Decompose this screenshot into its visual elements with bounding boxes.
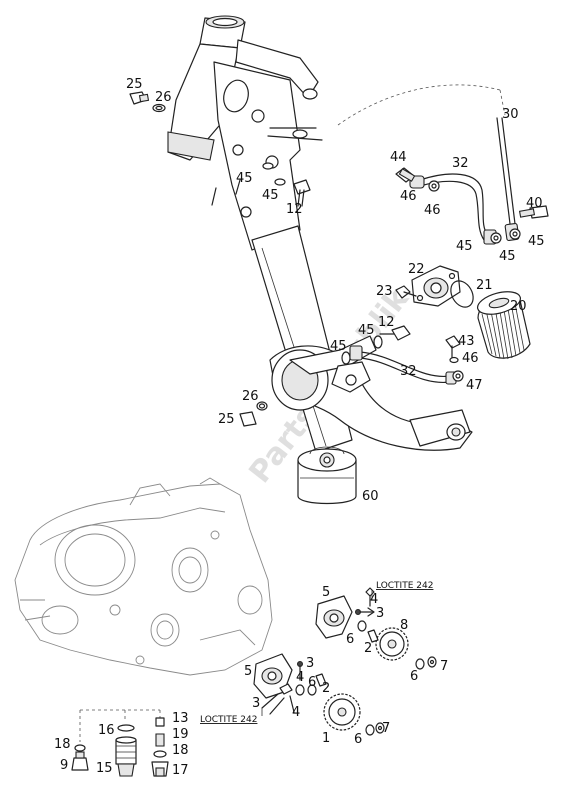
callout-17: 17 <box>172 763 189 778</box>
o-ring-21 <box>450 280 474 308</box>
callout-18: 18 <box>54 737 71 752</box>
callout-25: 25 <box>218 412 235 427</box>
loctite-note-lower: LOCTITE 242 <box>200 708 263 725</box>
screws-lower <box>261 673 327 715</box>
crankcase <box>14 477 273 676</box>
callout-8: 8 <box>400 618 408 633</box>
callout-16: 16 <box>98 723 115 738</box>
callout-25: 25 <box>126 77 143 92</box>
callout-22: 22 <box>408 262 425 277</box>
oil-line-32-upper <box>409 173 502 245</box>
banjo-bolt-44 <box>395 167 416 183</box>
callout-2: 2 <box>322 681 330 696</box>
callouts: 25 26 30 44 32 46 46 45 45 12 40 45 45 4… <box>54 77 545 778</box>
callout-15: 15 <box>96 761 113 776</box>
loctite-note-upper: LOCTITE 242 <box>371 581 433 600</box>
washer-46-lower <box>449 356 459 364</box>
filter-cover-22 <box>411 265 461 307</box>
callout-6: 6 <box>410 669 418 684</box>
spin-filter-60 <box>297 446 357 505</box>
callout-6: 6 <box>354 732 362 747</box>
callout-32: 32 <box>452 156 469 171</box>
callout-26: 26 <box>242 389 259 404</box>
callout-5: 5 <box>244 664 252 679</box>
callout-32: 32 <box>400 364 417 379</box>
frame <box>167 15 473 453</box>
oil-line-30 <box>496 117 520 242</box>
callout-2: 2 <box>364 641 372 656</box>
callout-4: 4 <box>370 592 378 607</box>
callout-46: 46 <box>424 203 441 218</box>
callout-19: 19 <box>172 727 189 742</box>
oil-filter-20 <box>476 291 531 360</box>
callout-7: 7 <box>440 659 448 674</box>
washers-45-upper <box>262 162 286 186</box>
callout-3: 3 <box>376 606 384 621</box>
callout-45: 45 <box>528 234 545 249</box>
callout-1: 1 <box>322 731 330 746</box>
callout-4: 4 <box>292 705 300 720</box>
callout-4: 4 <box>296 670 304 685</box>
callout-6: 6 <box>308 675 316 690</box>
callout-12: 12 <box>378 315 395 330</box>
callout-9: 9 <box>60 758 68 773</box>
callout-45: 45 <box>330 339 347 354</box>
callout-3: 3 <box>252 696 260 711</box>
callout-60: 60 <box>362 489 379 504</box>
callout-5: 5 <box>322 585 330 600</box>
callout-21: 21 <box>476 278 493 293</box>
gear-1 <box>323 693 361 731</box>
loctite-label-lower: LOCTITE 242 <box>200 715 257 725</box>
drain-plug-upper <box>129 91 166 113</box>
callout-7: 7 <box>382 721 390 736</box>
drain-plug-lower <box>239 401 268 427</box>
loctite-label-upper: LOCTITE 242 <box>376 581 433 591</box>
oil-pump-upper <box>315 595 373 639</box>
callout-26: 26 <box>155 90 172 105</box>
gear-8 <box>375 627 409 661</box>
bolt-12-upper <box>293 179 311 207</box>
washers-6-7-right <box>415 656 437 670</box>
callout-12: 12 <box>286 202 303 217</box>
callout-46: 46 <box>400 189 417 204</box>
screw-43 <box>445 335 461 359</box>
callout-13: 13 <box>172 711 189 726</box>
callout-45: 45 <box>358 323 375 338</box>
washer-6-upper <box>357 620 367 632</box>
screw-23 <box>395 285 417 299</box>
callout-30: 30 <box>502 107 519 122</box>
callout-45: 45 <box>456 239 473 254</box>
callout-20: 20 <box>510 299 527 314</box>
callout-6: 6 <box>346 632 354 647</box>
callout-43: 43 <box>458 334 475 349</box>
callout-45: 45 <box>499 249 516 264</box>
washers-6-7-lower <box>365 722 385 736</box>
callout-46: 46 <box>462 351 479 366</box>
callout-23: 23 <box>376 284 393 299</box>
callout-47: 47 <box>466 378 483 393</box>
plug-13-19-18-17 <box>151 717 169 777</box>
callout-40: 40 <box>526 196 543 211</box>
fitting-47 <box>452 370 464 382</box>
callout-44: 44 <box>390 150 407 165</box>
bolt-12-lower <box>379 325 411 341</box>
plug-9-18 <box>71 744 89 771</box>
callout-45: 45 <box>236 171 253 186</box>
pin-2-upper <box>367 629 379 643</box>
callout-18: 18 <box>172 743 189 758</box>
callout-45: 45 <box>262 188 279 203</box>
callout-3: 3 <box>306 656 314 671</box>
strainer-15-16 <box>115 724 137 777</box>
banjo-bolt-40 <box>509 205 549 240</box>
